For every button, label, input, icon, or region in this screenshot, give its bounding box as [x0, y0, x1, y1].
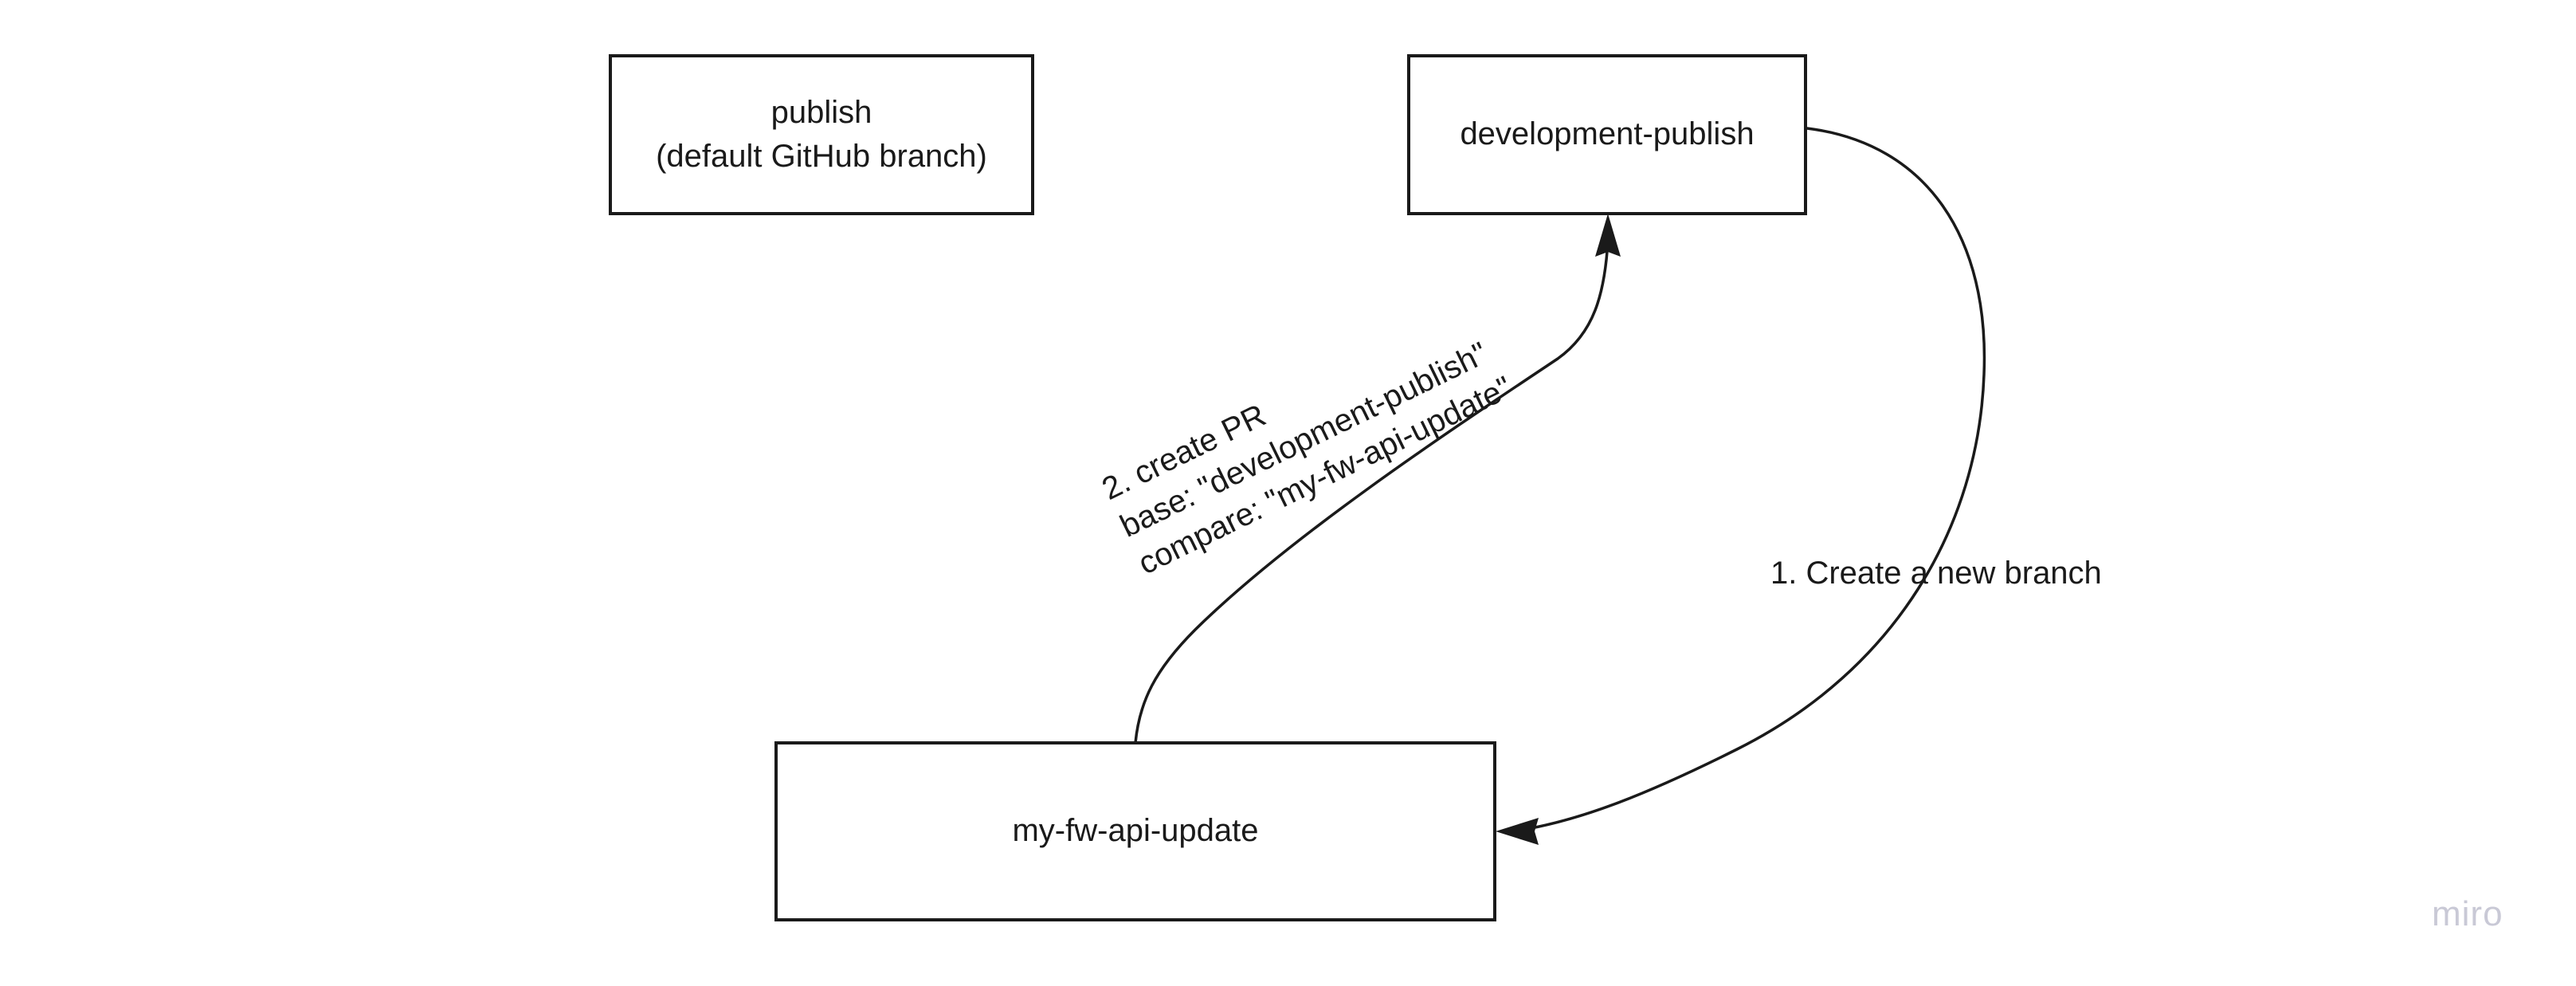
node-development-publish-label: development-publish [1460, 116, 1755, 152]
edge-create-branch-arrowhead [1496, 818, 1539, 845]
node-publish[interactable]: publish (default GitHub branch) [609, 54, 1034, 215]
edge-create-branch-path [1516, 127, 1986, 832]
miro-watermark: miro [2432, 894, 2503, 933]
edge-create-pr-path [1134, 239, 1610, 744]
node-publish-label: publish (default GitHub branch) [656, 94, 987, 174]
node-my-fw-api-update[interactable]: my-fw-api-update [774, 741, 1496, 921]
node-my-fw-api-update-label: my-fw-api-update [1012, 813, 1259, 849]
edge-create-pr-arrowhead [1595, 214, 1621, 257]
node-development-publish[interactable]: development-publish [1407, 54, 1807, 215]
edge-label-create-branch: 1. Create a new branch [1770, 556, 2102, 591]
